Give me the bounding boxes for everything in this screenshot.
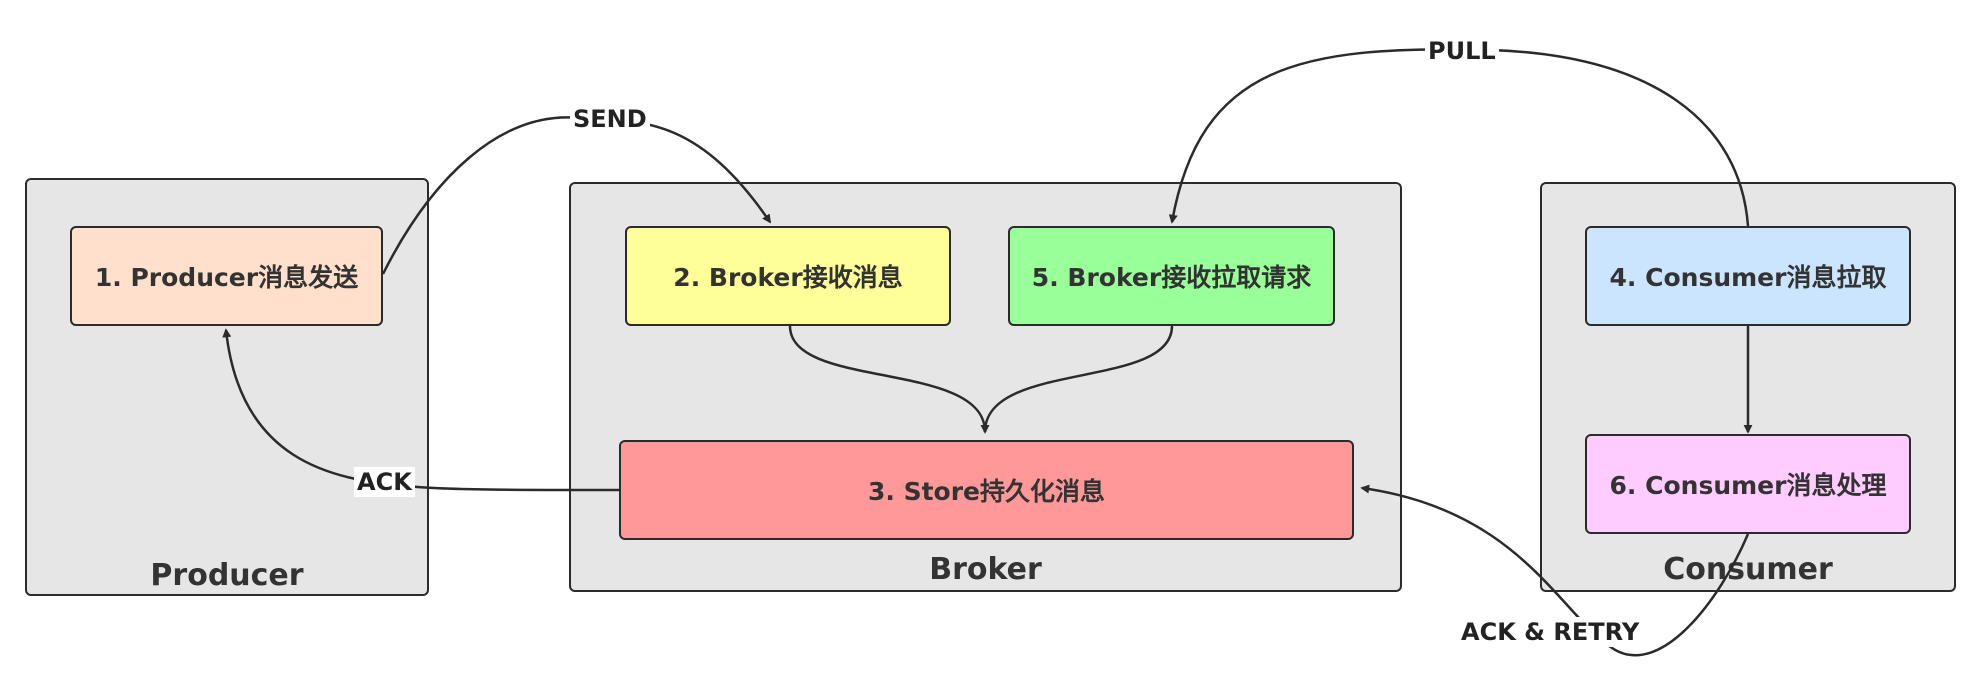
- send-edge-label: SEND: [570, 104, 650, 134]
- receive-to-store-edge: [788, 325, 990, 434]
- producer-group-label: Producer: [150, 558, 304, 593]
- ack-edge-label: ACK: [354, 467, 415, 497]
- broker-group-label: Broker: [929, 552, 1042, 587]
- pull-edge: [1168, 48, 1750, 227]
- broker-pull-request-node: 5. Broker接收拉取请求: [1008, 226, 1335, 326]
- store-persist-node: 3. Store持久化消息: [619, 440, 1354, 540]
- consumer-process-node: 6. Consumer消息处理: [1585, 434, 1911, 534]
- consumer-group-label: Consumer: [1663, 552, 1833, 587]
- ack-retry-edge-label: ACK & RETRY: [1458, 617, 1643, 647]
- ack-edge: [222, 328, 620, 492]
- producer-send-node: 1. Producer消息发送: [70, 226, 383, 326]
- consumer-pull-node: 4. Consumer消息拉取: [1585, 226, 1911, 326]
- pull-request-to-store-edge: [980, 325, 1174, 434]
- broker-receive-node: 2. Broker接收消息: [625, 226, 951, 326]
- pull-edge-label: PULL: [1425, 36, 1499, 66]
